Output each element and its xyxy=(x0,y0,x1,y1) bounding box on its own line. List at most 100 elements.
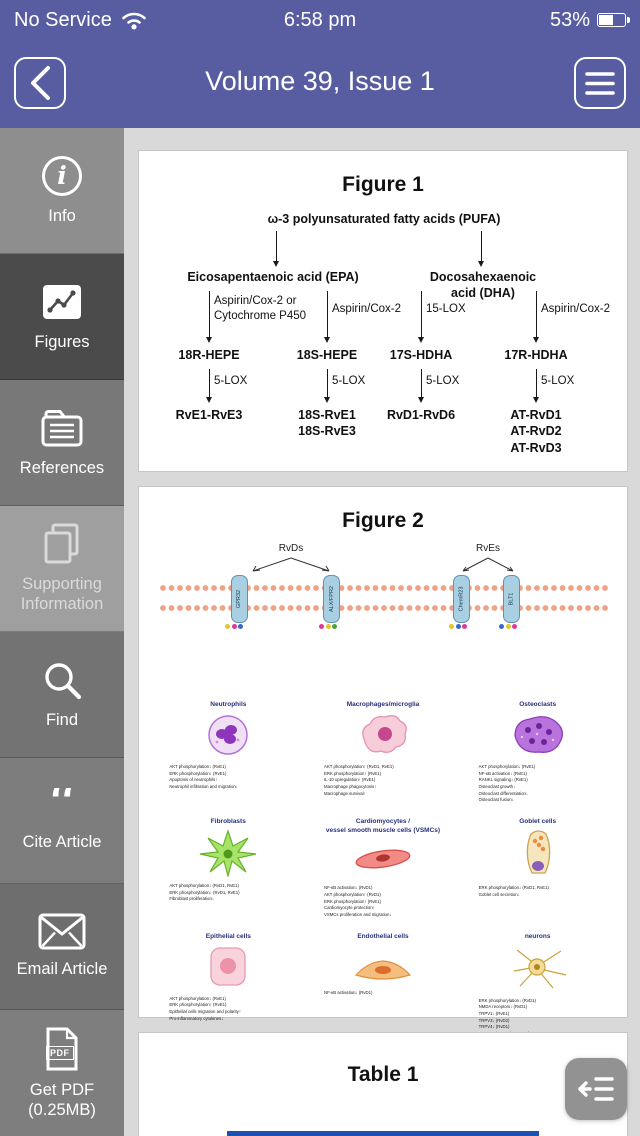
node-18s-rve: 18S-RvE1 18S-RvE3 xyxy=(298,408,356,439)
table-1-header-bar xyxy=(227,1131,539,1136)
sidebar-item-info[interactable]: i Info xyxy=(0,128,124,254)
figure-1-card[interactable]: Figure 1 ω-3 polyunsaturated fatty acids… xyxy=(138,150,628,472)
node-18s-hepe: 18S-HEPE xyxy=(296,348,358,362)
fibroblast-illustration xyxy=(200,829,257,879)
cell-epithelial: Epithelial cells AKT phosphorylation↓ (R… xyxy=(151,933,306,1051)
battery-icon xyxy=(597,13,630,27)
arrow xyxy=(323,291,330,343)
ligand-rves-label: RvEs xyxy=(476,543,500,554)
ligand-rvds-label: RvDs xyxy=(278,543,304,554)
arrow xyxy=(205,369,212,403)
goblet-cell-illustration xyxy=(526,830,550,874)
cell-cardiomyocytes: Cardiomyocytes / vessel smooth muscle ce… xyxy=(323,817,441,918)
nav-bar: Volume 39, Issue 1 xyxy=(0,40,640,128)
documents-copy-icon xyxy=(44,523,79,564)
carrier-label: No Service xyxy=(14,8,112,31)
status-bar: No Service 6:58 pm 53% xyxy=(0,0,640,40)
info-icon: i xyxy=(42,156,82,197)
epithelial-cell-illustration xyxy=(210,947,246,986)
clock: 6:58 pm xyxy=(283,8,357,31)
sidebar-item-email-article[interactable]: Email Article xyxy=(0,884,124,1010)
enzyme-label: 5-LOX xyxy=(426,375,460,387)
node-epa: Eicosapentaenoic acid (EPA) xyxy=(187,270,359,284)
collapse-panel-icon xyxy=(578,1077,614,1101)
node-at-rvd: AT-RvD1 AT-RvD2 AT-RvD3 xyxy=(510,408,562,455)
endothelial-cell-illustration xyxy=(354,960,412,980)
macrophage-illustration xyxy=(362,715,407,753)
arrow xyxy=(532,369,539,403)
ligand-arrows xyxy=(462,557,514,572)
cell-macrophages: Macrophages/microglia AKT phosphorylatio… xyxy=(323,701,420,796)
arrow xyxy=(205,291,212,343)
cell-neutrophils: Neutrophils AKT phosphorylation↓ (RvE1) … xyxy=(151,701,306,804)
chevron-left-icon xyxy=(31,66,50,100)
node-pufa: ω-3 polyunsaturated fatty acids (PUFA) xyxy=(267,212,501,226)
g-protein-dots xyxy=(449,624,467,629)
arrow xyxy=(532,291,539,343)
figure-2-membrane-diagram: RvDs RvEs GPR32 ALX/FPR2 ChemR23 BLT1 xyxy=(151,539,617,689)
arrow xyxy=(323,369,330,403)
table-1-title: Table 1 xyxy=(347,1063,419,1086)
arrow xyxy=(477,231,484,267)
figure-2-cell-grid: Neutrophils AKT phosphorylation↓ (RvE1) … xyxy=(151,701,615,1051)
receptor-chemr23: ChemR23 xyxy=(453,575,470,623)
enzyme-label: 5-LOX xyxy=(332,375,366,387)
figures-chart-icon xyxy=(43,285,81,320)
table-1-card[interactable]: Table 1 xyxy=(138,1032,628,1136)
quote-icon: “ xyxy=(46,788,78,825)
search-icon xyxy=(45,663,82,700)
enzyme-label: Cytochrome P450 xyxy=(214,310,307,322)
neutrophil-illustration xyxy=(208,715,249,755)
sidebar-item-get-pdf[interactable]: PDF Get PDF (0.25MB) xyxy=(0,1010,124,1136)
sidebar-item-supporting-information: Supporting Information xyxy=(0,506,124,632)
node-17s-hdha: 17S-HDHA xyxy=(389,348,453,362)
enzyme-label: 5-LOX xyxy=(541,375,575,387)
cell-fibroblasts: Fibroblasts AKT phosphorylation↓ (RvD1, … xyxy=(151,818,306,919)
enzyme-label: 15-LOX xyxy=(426,303,466,315)
cell-endothelial: Endothelial cells NF-κB activation↓ (RvD… xyxy=(306,933,461,1051)
envelope-icon xyxy=(38,913,86,950)
article-content-scroll[interactable]: Figure 1 ω-3 polyunsaturated fatty acids… xyxy=(124,128,640,1136)
ligand-arrows xyxy=(252,557,330,572)
collapse-sidebar-button[interactable] xyxy=(565,1058,627,1120)
g-protein-dots xyxy=(319,624,337,629)
arrow xyxy=(417,369,424,403)
sidebar-item-cite-article[interactable]: “ Cite Article xyxy=(0,758,124,884)
g-protein-dots xyxy=(225,624,243,629)
article-sidebar: i Info Figures References xyxy=(0,128,137,1136)
g-protein-dots xyxy=(499,624,517,629)
sidebar-item-references[interactable]: References xyxy=(0,380,124,506)
enzyme-label: 5-LOX xyxy=(214,375,248,387)
osteoclast-illustration xyxy=(514,716,563,753)
receptor-gpr32: GPR32 xyxy=(231,575,248,623)
svg-text:i: i xyxy=(57,161,67,190)
receptor-blt1: BLT1 xyxy=(503,575,520,623)
enzyme-label: Aspirin/Cox-2 or xyxy=(214,295,297,307)
sidebar-item-find[interactable]: Find xyxy=(0,632,124,758)
figure-1-title: Figure 1 xyxy=(342,173,424,196)
table-1-preview xyxy=(227,1131,539,1136)
cardiomyocyte-illustration xyxy=(355,850,411,869)
node-rvd1-rvd6: RvD1-RvD6 xyxy=(386,408,456,422)
cell-goblet: Goblet cells ERK phosphorylation↓ (RvD1,… xyxy=(460,818,615,919)
node-17r-hdha: 17R-HDHA xyxy=(504,348,568,362)
neuron-illustration xyxy=(513,949,566,989)
arrow xyxy=(272,231,279,267)
figure-2-card[interactable]: Figure 2 RvDs RvEs GPR32 ALX/FPR2 ChemR2… xyxy=(138,486,628,1049)
figure-2-title: Figure 2 xyxy=(342,509,424,532)
battery-percent: 53% xyxy=(549,8,590,31)
cell-osteoclasts: Osteoclasts AKT phosphorylation↓ (RvE1) … xyxy=(460,701,615,804)
enzyme-label: Aspirin/Cox-2 xyxy=(332,303,402,315)
references-folder-icon xyxy=(41,410,83,447)
node-18r-hepe: 18R-HEPE xyxy=(178,348,240,362)
pdf-file-icon: PDF xyxy=(42,1026,82,1072)
back-button[interactable] xyxy=(14,57,66,109)
menu-button[interactable] xyxy=(574,57,626,109)
hamburger-icon xyxy=(585,71,615,95)
sidebar-item-figures[interactable]: Figures xyxy=(0,254,137,380)
figure-1-flowchart: ω-3 polyunsaturated fatty acids (PUFA) E… xyxy=(151,211,617,463)
arrow xyxy=(417,291,424,343)
wifi-icon xyxy=(122,12,146,30)
node-dha: Docosahexaenoic acid (DHA) xyxy=(429,270,537,301)
